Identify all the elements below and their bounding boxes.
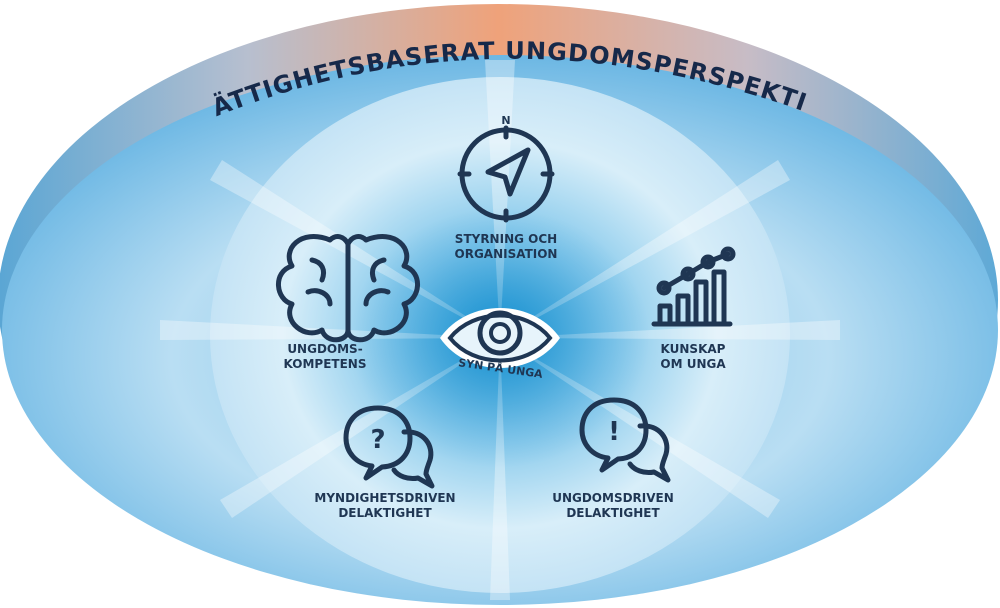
brain-icon <box>276 234 420 343</box>
item-label-youth-competence-2: KOMPETENS <box>284 357 367 371</box>
compass-icon: N <box>457 114 555 223</box>
item-label-knowledge-1: KUNSKAP <box>661 342 726 356</box>
item-label-governance-1: STYRNING OCH <box>455 232 557 246</box>
eye-icon <box>440 308 560 368</box>
question-bubbles-icon: ? <box>343 405 435 489</box>
exclamation-bubbles-icon: ! <box>579 397 671 483</box>
exclamation-mark: ! <box>608 417 620 447</box>
compass-letter: N <box>501 114 510 127</box>
item-label-youth-driven-2: DELAKTIGHET <box>566 506 660 520</box>
bar-chart-icon <box>651 246 736 327</box>
item-label-knowledge-2: OM UNGA <box>660 357 726 371</box>
item-label-youth-driven-1: UNGDOMSDRIVEN <box>552 491 674 505</box>
item-label-governance-2: ORGANISATION <box>455 247 558 261</box>
item-label-authority-driven-1: MYNDIGHETSDRIVEN <box>314 491 455 505</box>
item-label-youth-competence-1: UNGDOMS- <box>287 342 362 356</box>
item-label-authority-driven-2: DELAKTIGHET <box>338 506 432 520</box>
question-mark: ? <box>370 425 385 455</box>
